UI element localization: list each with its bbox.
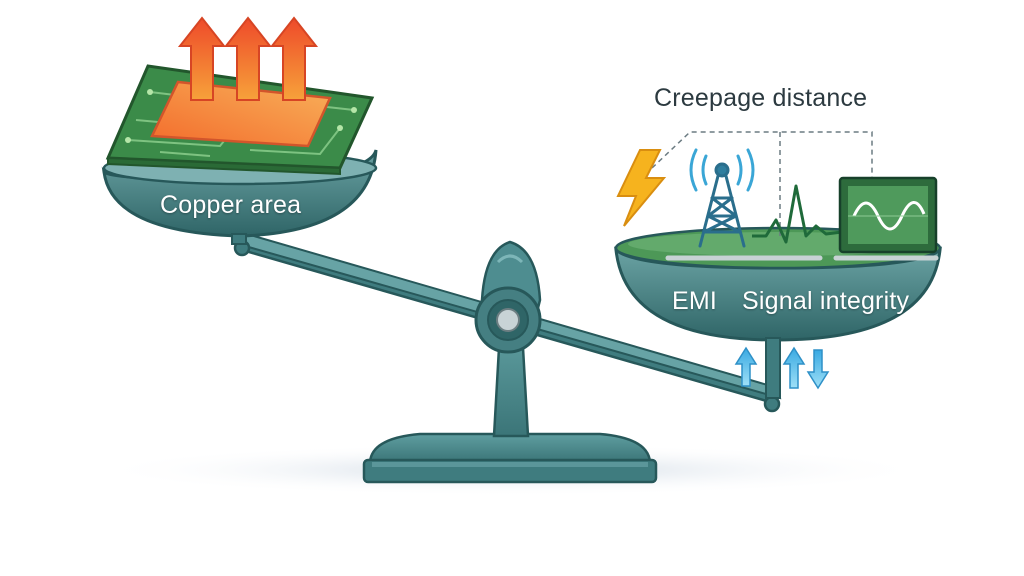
signal-waveform-icon <box>752 184 843 244</box>
oscilloscope-icon <box>838 176 938 254</box>
scale-hub <box>474 286 542 354</box>
radio-tower-icon <box>689 148 755 248</box>
scale-base <box>362 432 658 484</box>
up-down-arrows-icon <box>734 346 830 390</box>
lightning-bolt-icon <box>616 149 667 227</box>
right-pivot-knob <box>763 395 781 413</box>
emi-label: EMI <box>672 287 718 315</box>
creepage-guides <box>651 131 873 240</box>
signal-integrity-label: Signal integrity <box>742 287 910 315</box>
copper-area-label: Copper area <box>160 191 302 219</box>
creepage-distance-label: Creepage distance <box>654 84 868 112</box>
heat-arrows-icon <box>177 16 319 101</box>
